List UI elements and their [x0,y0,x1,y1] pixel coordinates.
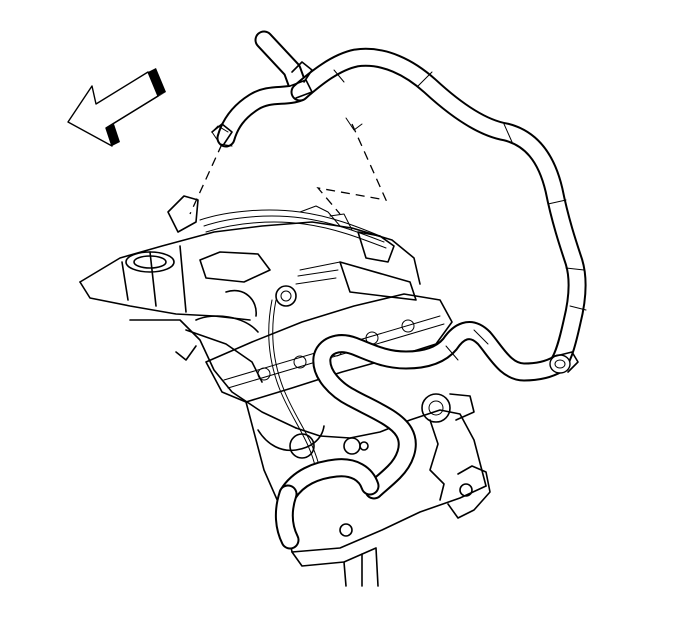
hose-clamp [211,61,579,374]
direction-arrow [67,68,166,147]
lower-heater-hose [274,321,568,550]
dashed-leader-line [189,117,388,215]
engine-assembly [79,195,491,587]
upper-heater-hose [211,30,587,374]
